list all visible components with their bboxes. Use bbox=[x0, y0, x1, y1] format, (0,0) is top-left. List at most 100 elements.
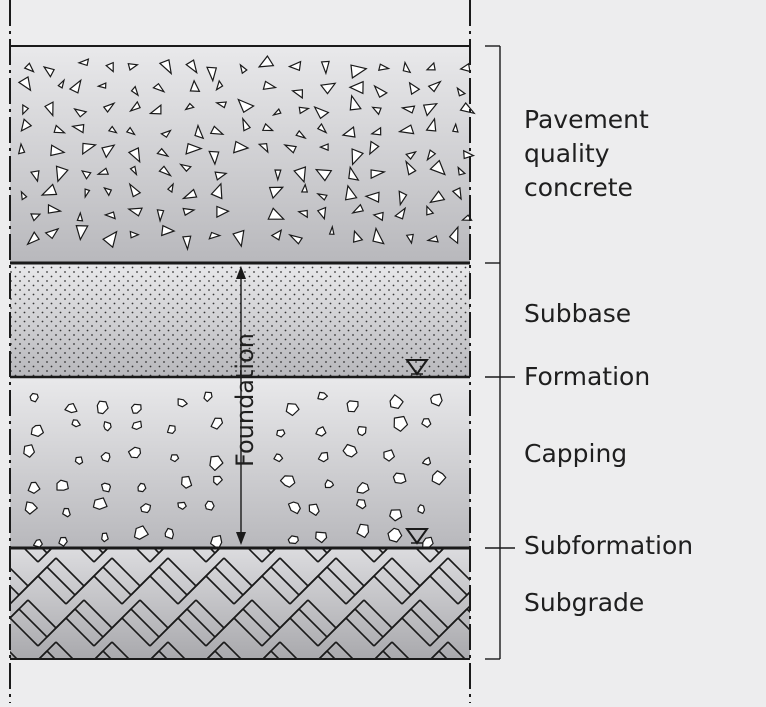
aggregate-fragment bbox=[148, 103, 162, 115]
subgrade-hatch-line bbox=[391, 557, 421, 587]
subgrade-hatch-line bbox=[167, 641, 187, 659]
capping-stone bbox=[71, 419, 81, 428]
subgrade-hatch-line bbox=[65, 617, 95, 647]
capping-stone bbox=[346, 400, 359, 413]
aggregate-fragment bbox=[261, 122, 275, 132]
aggregate-fragment bbox=[426, 149, 437, 162]
subgrade-hatch-line bbox=[178, 660, 206, 688]
capping-stone bbox=[356, 499, 367, 510]
subgrade-hatch-line bbox=[190, 548, 207, 563]
aggregate-fragment bbox=[268, 186, 285, 200]
subgrade-hatch-line bbox=[261, 548, 278, 563]
subgrade-hatch-line bbox=[38, 660, 66, 688]
aggregate-fragment bbox=[80, 170, 92, 180]
subgrade-hatch-line bbox=[261, 641, 281, 659]
subgrade-hatch-line bbox=[27, 599, 57, 629]
subgrade-hatch-line bbox=[0, 660, 10, 688]
capping-stone bbox=[213, 475, 223, 486]
aggregate-fragment bbox=[29, 170, 40, 183]
subgrade-hatch-line bbox=[373, 575, 403, 605]
subgrade-hatch bbox=[0, 548, 570, 688]
aggregate-fragment bbox=[408, 81, 421, 96]
subgrade-hatch-line bbox=[205, 641, 225, 659]
pqc-label-line-1: Pavement bbox=[524, 105, 649, 134]
subgrade-hatch-line bbox=[290, 660, 318, 688]
aggregate-fragment bbox=[351, 148, 365, 166]
subgrade-hatch-line bbox=[447, 604, 470, 629]
aggregate-fragment bbox=[300, 183, 309, 193]
subgrade-hatch-line bbox=[504, 558, 532, 586]
subgrade-hatch-line bbox=[495, 567, 523, 595]
capping-stone bbox=[393, 415, 409, 432]
aggregate-fragment bbox=[426, 235, 439, 243]
capping-stone bbox=[177, 398, 188, 408]
aggregate-fragment bbox=[20, 118, 33, 133]
pqc-label-line-2: quality bbox=[524, 139, 610, 168]
subgrade-hatch-line bbox=[37, 641, 57, 659]
aggregate-fragment bbox=[405, 150, 418, 160]
aggregate-fragment bbox=[314, 168, 333, 182]
subgrade-hatch-line bbox=[542, 660, 570, 688]
subgrade-hatch-line bbox=[354, 608, 384, 638]
subgrade-hatch-line bbox=[10, 660, 38, 688]
subgrade-hatch-line bbox=[74, 608, 104, 638]
subgrade-hatch-line bbox=[27, 557, 57, 587]
subgrade-hatch-line bbox=[55, 641, 75, 659]
capping-stone bbox=[96, 400, 109, 415]
capping-stone bbox=[315, 531, 328, 544]
aggregate-fragment bbox=[53, 124, 67, 134]
subgrade-hatch-line bbox=[447, 641, 467, 659]
subgrade-hatch-line bbox=[10, 617, 39, 647]
aggregate-fragment bbox=[348, 165, 360, 181]
subgrade-hatch-line bbox=[93, 548, 110, 563]
subgrade-hatch-line bbox=[402, 660, 430, 688]
subgrade-hatch-line bbox=[495, 609, 523, 637]
subgrade-hatch-line bbox=[150, 660, 178, 688]
aggregate-fragment bbox=[448, 225, 459, 245]
capping-stone bbox=[204, 500, 215, 511]
subgrade-hatch-line bbox=[466, 608, 470, 614]
subgrade-hatch-line bbox=[205, 548, 222, 563]
capping-stone bbox=[324, 479, 335, 489]
aggregate-fragment bbox=[17, 76, 32, 92]
aggregate-fragment bbox=[102, 230, 118, 249]
subgrade-hatch-line bbox=[18, 608, 48, 638]
aggregate-fragment bbox=[237, 98, 255, 114]
subgrade-hatch-line bbox=[410, 608, 440, 638]
subgrade-hatch-line bbox=[10, 599, 29, 620]
aggregate-fragment bbox=[105, 61, 114, 73]
aggregate-fragment bbox=[400, 105, 416, 114]
subgrade-hatch-line bbox=[205, 575, 235, 605]
capping-stone bbox=[430, 393, 443, 407]
aggregate-fragment bbox=[287, 60, 302, 72]
subgrade-hatch-line bbox=[167, 599, 197, 629]
aggregate-fragment bbox=[185, 142, 203, 155]
capping-stone bbox=[342, 443, 358, 458]
subgrade-hatch-line bbox=[467, 651, 495, 679]
subgrade-hatch-line bbox=[495, 651, 523, 679]
subgrade-hatch-line bbox=[307, 557, 337, 587]
subgrade-hatch-line bbox=[466, 590, 470, 596]
aggregate-fragment bbox=[44, 101, 54, 118]
capping-stone bbox=[92, 497, 108, 510]
subgrade-hatch-line bbox=[514, 618, 542, 646]
aggregate-fragment bbox=[425, 61, 436, 71]
aggregate-fragment bbox=[158, 165, 173, 177]
subgrade-hatch-line bbox=[66, 660, 94, 688]
subgrade-hatch-line bbox=[429, 575, 459, 605]
capping-stone bbox=[279, 475, 296, 488]
aggregate-fragment bbox=[316, 122, 328, 134]
aggregate-fragment bbox=[319, 82, 337, 95]
aggregate-fragment bbox=[293, 166, 307, 184]
capping-stone bbox=[170, 454, 180, 463]
subgrade-hatch-line bbox=[242, 608, 272, 638]
aggregate-fragment bbox=[427, 80, 442, 93]
aggregate-fragment bbox=[232, 229, 245, 248]
subgrade-hatch-line bbox=[261, 575, 291, 605]
subgrade-hatch-line bbox=[279, 557, 309, 587]
subgrade-hatch-line bbox=[10, 650, 19, 659]
aggregate-fragment bbox=[451, 122, 459, 133]
subgrade-hatch-line bbox=[149, 641, 169, 659]
subgrade-hatch-line bbox=[335, 641, 355, 659]
capping-stone bbox=[64, 403, 78, 414]
